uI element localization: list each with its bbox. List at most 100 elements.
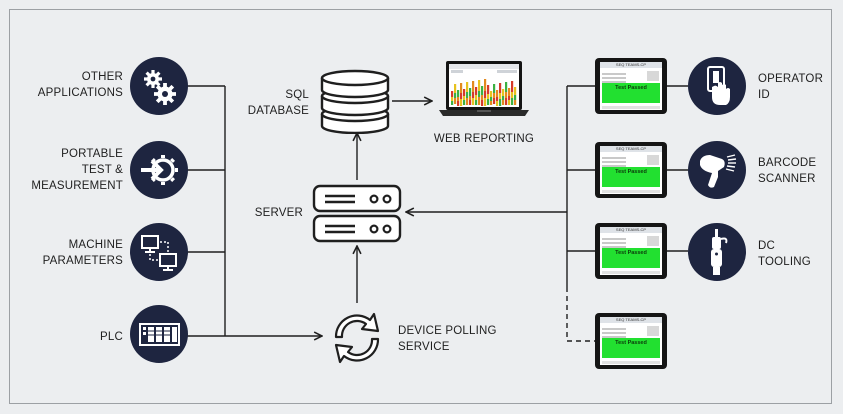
report-bar xyxy=(484,91,487,98)
machine-screens-icon xyxy=(130,223,188,281)
report-bar xyxy=(496,90,499,97)
terminal-screen: SEQ TEAMS-CP Test Passed xyxy=(595,142,667,198)
report-bar xyxy=(493,93,496,98)
report-bar xyxy=(469,88,472,96)
report-bar xyxy=(496,97,499,101)
report-bar xyxy=(505,98,508,105)
report-bar xyxy=(514,87,517,95)
report-bar xyxy=(466,82,469,92)
report-bar xyxy=(484,79,487,91)
terminal-title: SEQ TEAMS-CP xyxy=(600,146,662,152)
report-bar xyxy=(475,95,478,100)
terminal-screen: SEQ TEAMS-CP Test Passed xyxy=(595,223,667,279)
report-bar xyxy=(508,88,511,96)
status-test-passed: Test Passed xyxy=(602,83,660,103)
report-bar xyxy=(481,100,484,106)
report-bar xyxy=(502,100,505,105)
report-bar xyxy=(499,99,502,106)
report-bar xyxy=(478,91,481,97)
barcode-scanner-icon xyxy=(688,141,746,199)
status-test-passed: Test Passed xyxy=(602,338,660,358)
report-bar xyxy=(472,98,475,105)
report-bar xyxy=(478,80,481,91)
gears-icon xyxy=(130,57,188,115)
terminal-title: SEQ TEAMS-CP xyxy=(600,227,662,233)
badge-hand-icon xyxy=(688,57,746,115)
server-icon xyxy=(312,184,402,243)
report-bar xyxy=(490,91,493,97)
report-bar xyxy=(514,100,517,105)
report-bar xyxy=(490,101,493,105)
report-bar xyxy=(469,100,472,105)
report-bar xyxy=(460,93,463,99)
report-bar xyxy=(463,100,466,105)
report-bar xyxy=(505,82,508,92)
report-bar xyxy=(508,96,511,100)
report-bar xyxy=(475,87,478,95)
report-bar xyxy=(499,93,502,99)
report-bar xyxy=(466,92,469,98)
terminal-screen: SEQ TEAMS-CP Test Passed xyxy=(595,313,667,369)
report-bar xyxy=(511,81,514,92)
report-bar xyxy=(511,98,514,105)
report-bar xyxy=(469,96,472,100)
database-icon xyxy=(320,69,390,134)
report-bar xyxy=(472,92,475,98)
report-bar xyxy=(478,97,481,105)
report-bar xyxy=(472,81,475,92)
label-web-reporting: WEB REPORTING xyxy=(433,133,535,145)
report-bar xyxy=(457,97,460,101)
report-bar xyxy=(496,101,499,106)
terminal-screen: SEQ TEAMS-CP Test Passed xyxy=(595,58,667,114)
report-bar xyxy=(490,97,493,101)
report-bar xyxy=(487,94,490,99)
report-bar xyxy=(451,101,454,105)
report-bar xyxy=(454,93,457,98)
label-server: SERVER xyxy=(254,207,303,219)
refresh-icon xyxy=(334,312,380,364)
terminal-title: SEQ TEAMS-CP xyxy=(600,62,662,68)
report-bar xyxy=(499,83,502,93)
plc-icon xyxy=(130,305,188,363)
report-bar xyxy=(466,98,469,105)
report-bar xyxy=(493,98,496,104)
report-bar xyxy=(463,89,466,96)
report-bar xyxy=(502,96,505,100)
report-bar xyxy=(505,92,508,98)
terminal-title: SEQ TEAMS-CP xyxy=(600,317,662,323)
arrow-gear-icon xyxy=(130,141,188,199)
report-bar xyxy=(481,95,484,100)
report-bar xyxy=(454,84,457,93)
report-bar xyxy=(493,84,496,93)
report-bar xyxy=(484,98,487,106)
status-test-passed: Test Passed xyxy=(602,167,660,187)
report-bar xyxy=(481,86,484,95)
report-bar xyxy=(514,95,517,100)
report-bar xyxy=(487,85,490,94)
report-bar xyxy=(511,92,514,98)
report-bar xyxy=(502,89,505,96)
report-bar xyxy=(487,99,490,105)
report-bar xyxy=(451,97,454,101)
report-bar xyxy=(460,83,463,93)
report-bar xyxy=(454,98,457,104)
report-bar xyxy=(508,100,511,105)
report-bar xyxy=(457,90,460,97)
report-bar xyxy=(460,99,463,106)
report-bar xyxy=(451,91,454,97)
laptop-report-icon xyxy=(439,61,529,116)
report-bar xyxy=(457,101,460,106)
dc-tool-icon xyxy=(688,223,746,281)
label-plc: PLC xyxy=(100,331,123,343)
status-test-passed: Test Passed xyxy=(602,248,660,268)
